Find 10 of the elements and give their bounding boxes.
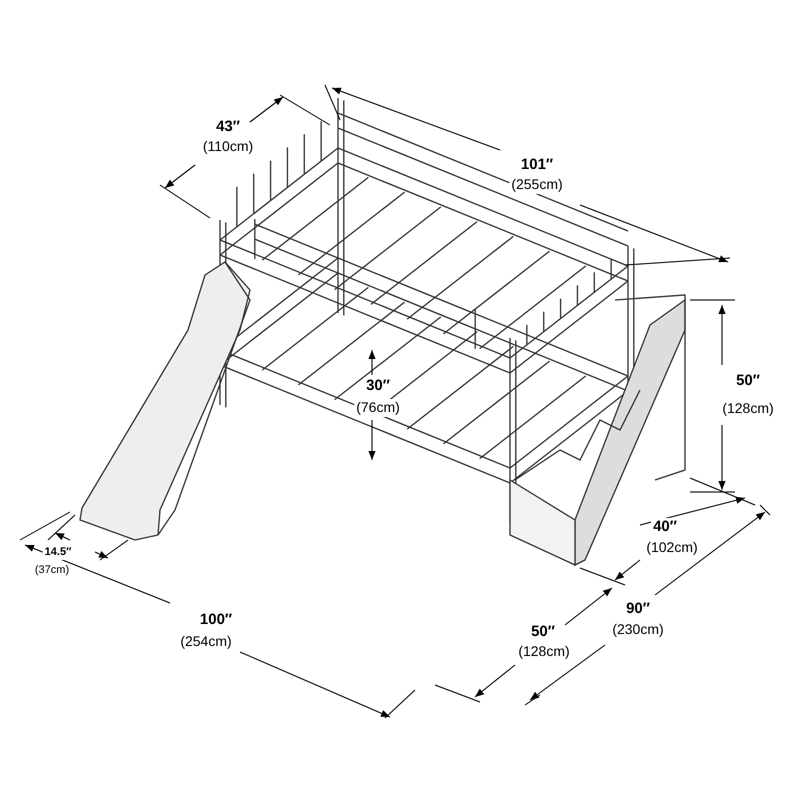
metric-dimension: (255cm) [509,176,565,194]
metric-dimension: (230cm) [610,621,666,638]
metric-dimension: (102cm) [644,539,700,556]
metric-dimension: (254cm) [178,633,234,650]
dimension-value: 14.5″ [42,546,74,560]
metric-dimension: (76cm) [354,399,402,416]
metric-dimension: (37cm) [32,564,72,578]
metric-dimension: (128cm) [720,400,776,418]
metric-dimension: (128cm) [516,643,572,660]
metric-dimension: (110cm) [200,138,256,156]
